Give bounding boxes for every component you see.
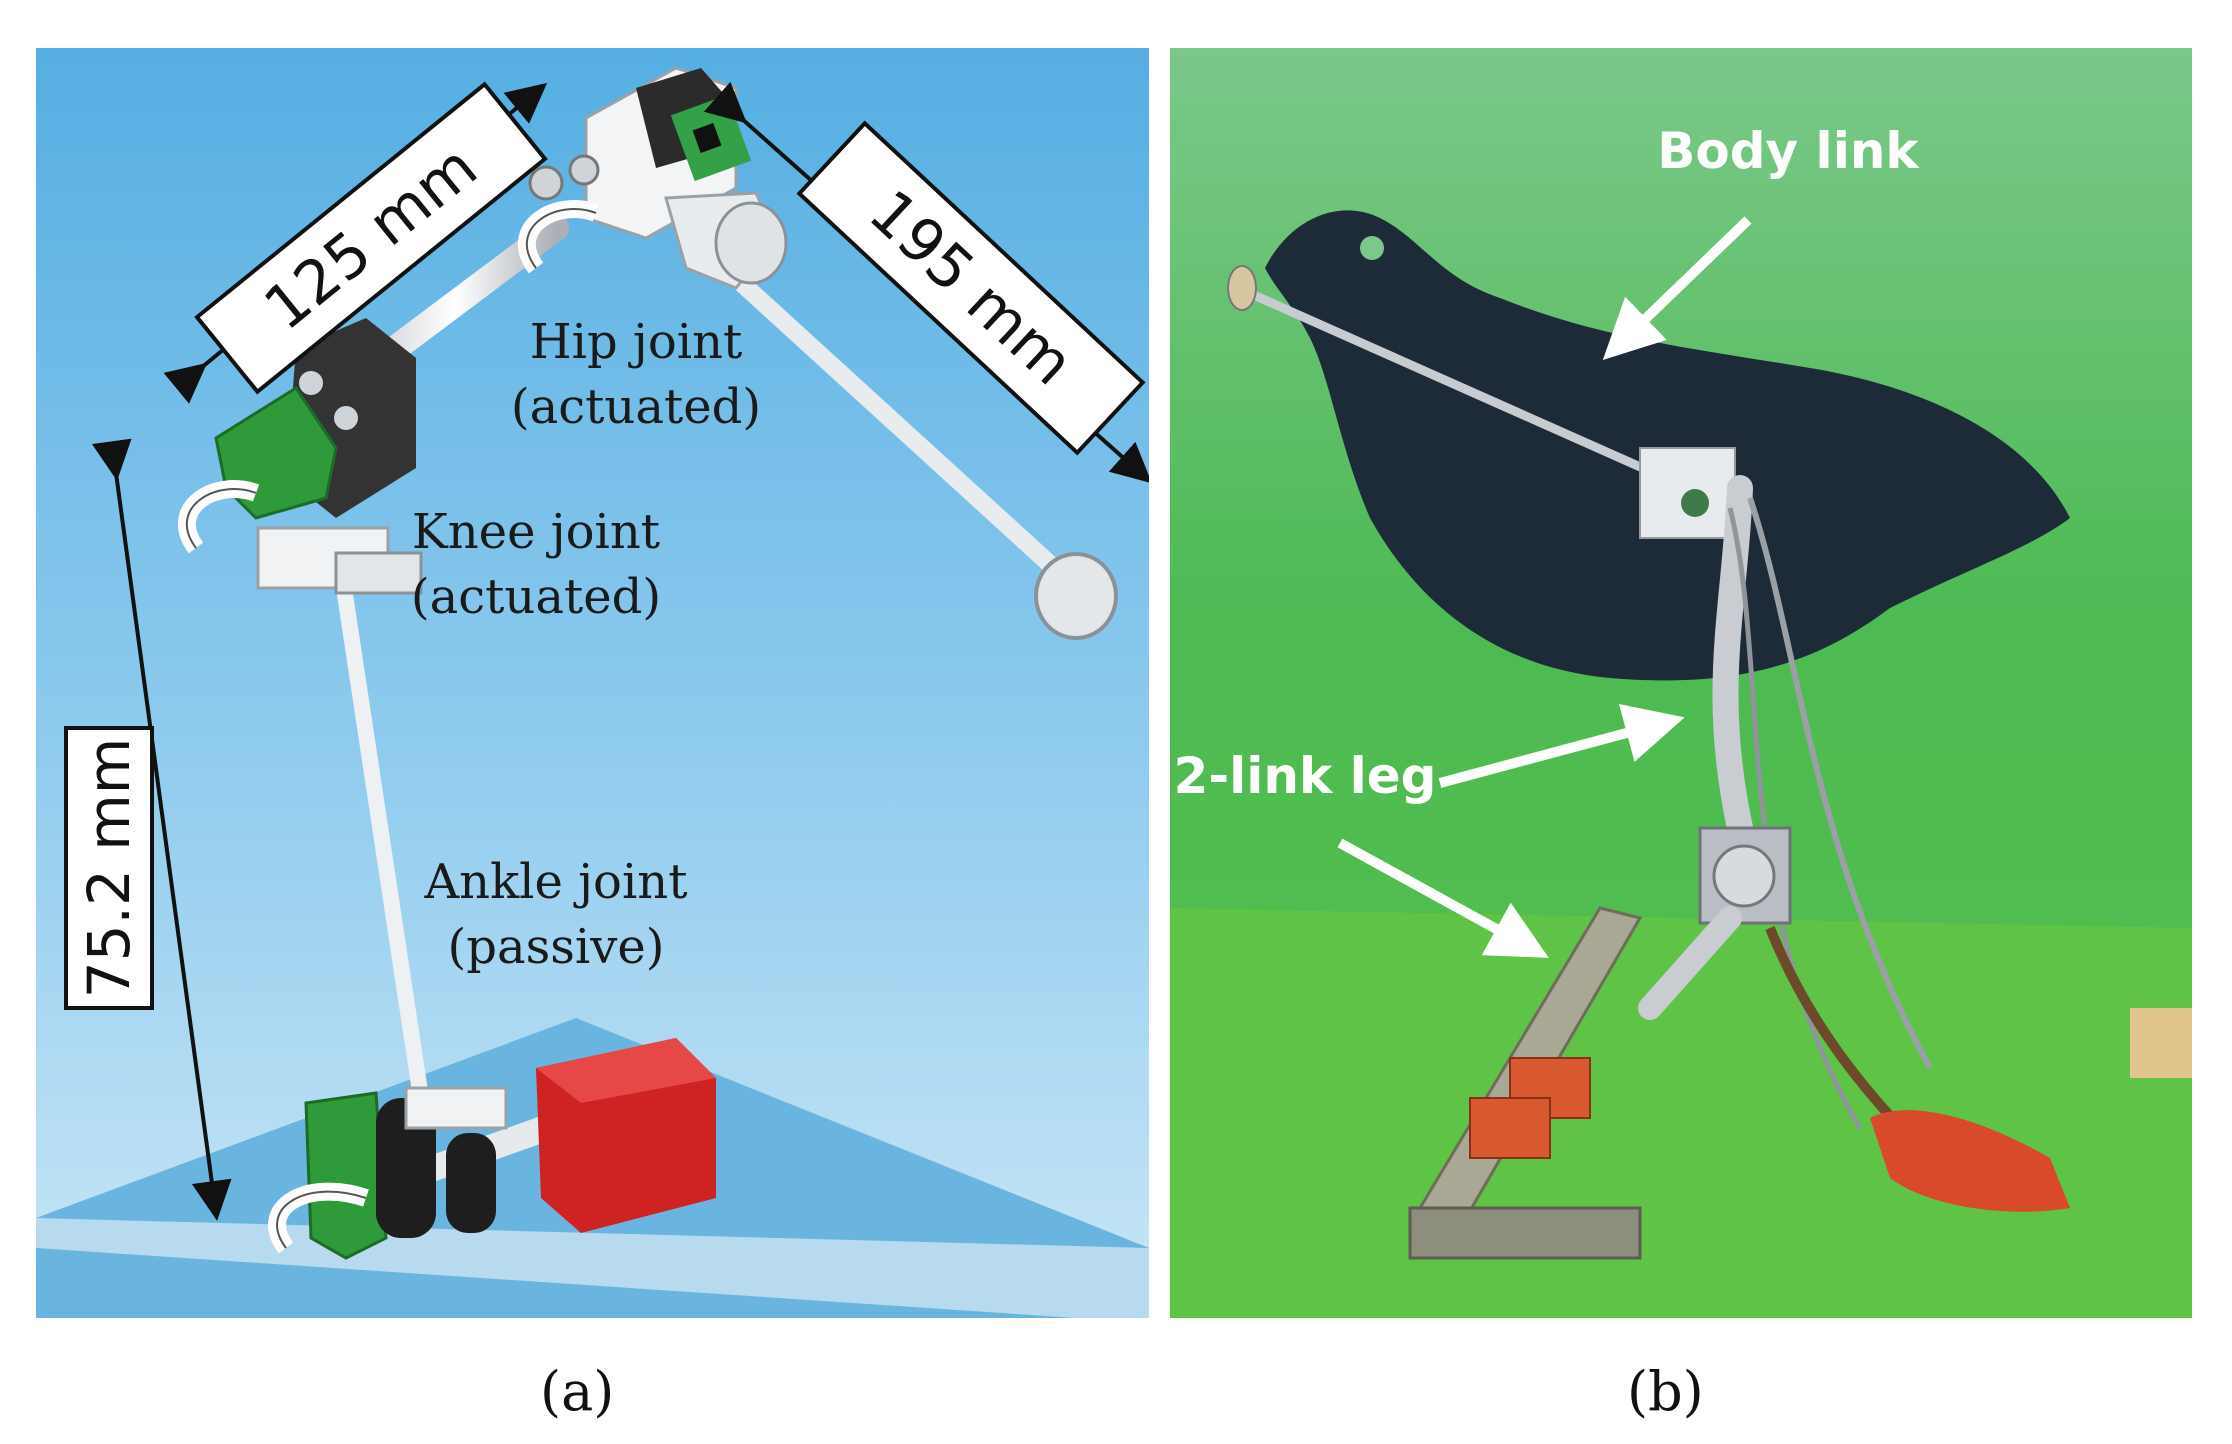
- body-link-label: Body link: [1657, 122, 1920, 180]
- leg-label: 2-link leg: [1174, 747, 1437, 805]
- bird-eye-hole: [1360, 236, 1384, 260]
- prototype-photo: Body link 2-link leg: [1170, 48, 2192, 1318]
- body-rod-end-cap: [1227, 265, 1257, 311]
- bird-body-shape: [1265, 210, 2070, 681]
- cable-2: [1727, 507, 1863, 1130]
- knee-motor-face: [1712, 844, 1776, 908]
- floor-edge: [36, 1218, 1149, 1318]
- cad-illustration: 125 mm 195 mm 75.2 mm Hip joint (actuate…: [36, 48, 1149, 1318]
- hip-label-line2: (actuated): [511, 379, 761, 435]
- leg-arrow-2: [1337, 838, 1549, 958]
- hip-electronics: [1681, 489, 1709, 517]
- leg-arrow-1: [1438, 703, 1685, 788]
- ankle-label-line1: Ankle joint: [423, 854, 687, 910]
- panel-a-cad-render: 125 mm 195 mm 75.2 mm Hip joint (actuate…: [36, 48, 1149, 1318]
- caption-b: (b): [1627, 1360, 1704, 1423]
- caption-a: (a): [540, 1360, 615, 1423]
- cable-1: [1747, 497, 1933, 1070]
- body-link-arrow: [1602, 216, 1752, 360]
- ankle-label-line2: (passive): [448, 919, 665, 975]
- lower-leg-link: [1638, 906, 1742, 1020]
- knee-label-line2: (actuated): [411, 569, 661, 625]
- dim-label-752: 75.2 mm: [75, 738, 143, 999]
- dim-box-752: 75.2 mm: [64, 726, 154, 1010]
- hip-label-line1: Hip joint: [530, 314, 743, 370]
- body-link-rod: [1233, 283, 1670, 483]
- ground-rail-base: [1408, 1206, 1642, 1260]
- dim-arrow-752: [91, 438, 232, 1221]
- panel-b-photo: Body link 2-link leg: [1170, 48, 2192, 1318]
- ankle-joint-assembly: [268, 1038, 716, 1260]
- knee-label-line1: Knee joint: [412, 504, 660, 560]
- side-board: [2130, 1008, 2192, 1078]
- red-clamp-2: [1469, 1097, 1551, 1159]
- shank-rod: [333, 560, 429, 1106]
- esc-module: [1870, 1110, 2070, 1212]
- body-end-plate: [1034, 552, 1118, 640]
